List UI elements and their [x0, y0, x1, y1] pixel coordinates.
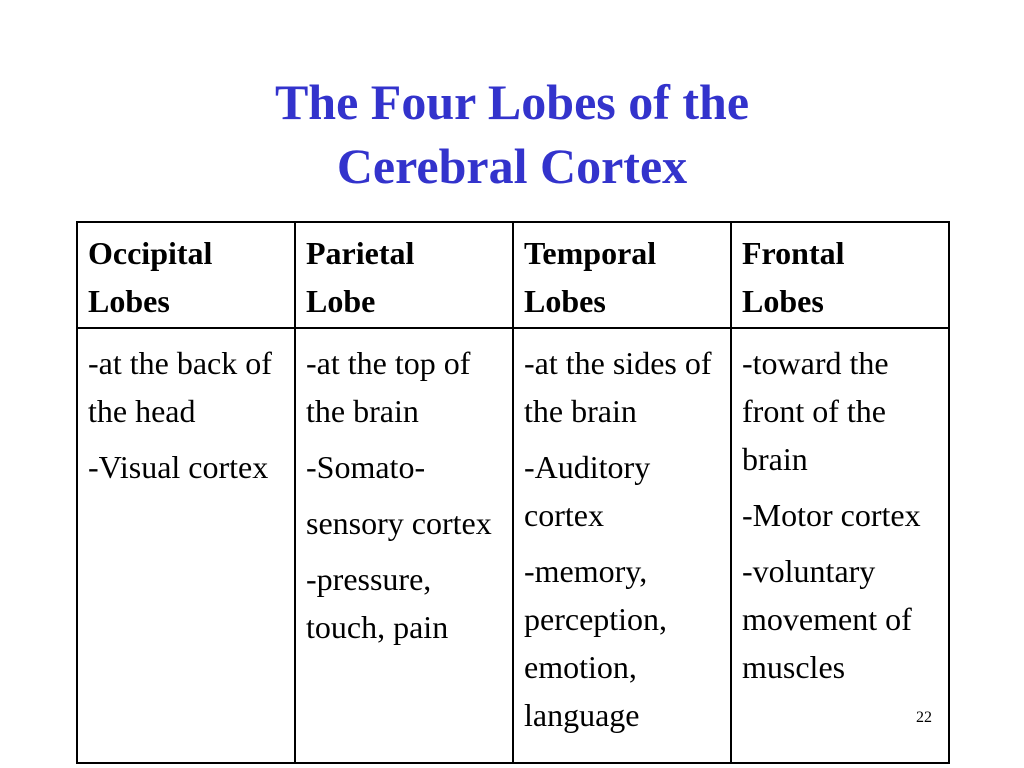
header-temporal: Temporal Lobes [512, 221, 732, 329]
cell-text: -memory, perception, emotion, language [524, 553, 668, 733]
cell-text: -pressure, touch, pain [306, 561, 449, 645]
cell-text: -toward the front of the brain [742, 345, 889, 477]
cell-temporal: -at the sides of the brain -Auditory cor… [512, 327, 732, 764]
slide-title-line-2: Cerebral Cortex [336, 138, 688, 194]
header-occipital: Occipital Lobes [76, 221, 296, 329]
cell-text: -Visual cortex [88, 449, 269, 485]
cell-text: -at the sides of the brain [524, 345, 712, 429]
header-parietal: Parietal Lobe [294, 221, 514, 329]
header-frontal: Frontal Lobes [730, 221, 950, 329]
cell-text: -at the back of the head [88, 345, 272, 429]
header-frontal-line-1: Frontal [742, 235, 845, 271]
header-parietal-line-1: Parietal [306, 235, 415, 271]
cell-text: -Somato- [306, 449, 426, 485]
cell-parietal: -at the top of the brain -Somato- sensor… [294, 327, 514, 764]
cell-frontal: -toward the front of the brain -Motor co… [730, 327, 950, 764]
table-row: -at the back of the head -Visual cortex … [76, 327, 950, 764]
header-occipital-line-2: Lobes [88, 283, 170, 319]
page-number: 22 [916, 709, 932, 726]
lobes-table: Occipital Lobes Parietal Lobe Temporal L… [76, 221, 950, 764]
table-header-row: Occipital Lobes Parietal Lobe Temporal L… [76, 221, 950, 329]
header-frontal-line-2: Lobes [742, 283, 824, 319]
cell-occipital: -at the back of the head -Visual cortex [76, 327, 296, 764]
cell-text: sensory cortex [306, 505, 492, 541]
header-occipital-line-1: Occipital [88, 235, 213, 271]
header-temporal-line-2: Lobes [524, 283, 606, 319]
header-temporal-line-1: Temporal [524, 235, 657, 271]
header-parietal-line-2: Lobe [306, 283, 376, 319]
cell-text: -Motor cortex [742, 497, 921, 533]
cell-text: -voluntary movement of muscles [742, 553, 912, 685]
cell-text: -Auditory cortex [524, 449, 651, 533]
cell-text: -at the top of the brain [306, 345, 471, 429]
slide-title: The Four Lobes of the Cerebral Cortex [0, 70, 1024, 198]
slide-title-line-1: The Four Lobes of the [274, 74, 750, 130]
